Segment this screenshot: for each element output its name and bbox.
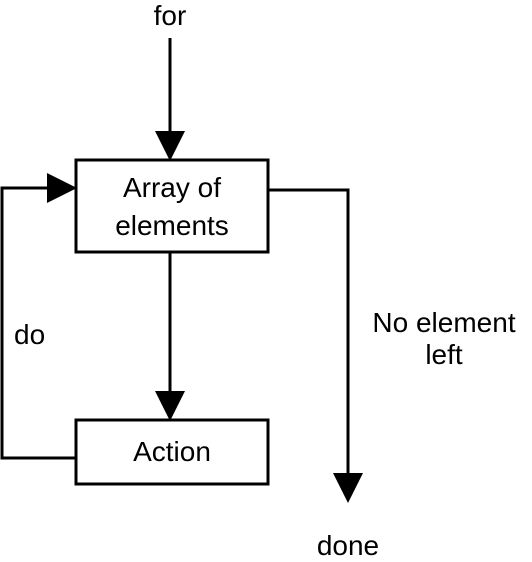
start-label: for [153, 0, 187, 31]
loop-back-arrow [0, 173, 77, 460]
exit-arrow [268, 188, 363, 503]
exit-condition-label: No element left [356, 307, 532, 371]
array-node-line-2: elements [115, 210, 229, 241]
array-node [74, 158, 270, 254]
end-label: done [316, 530, 380, 561]
action-node-label: Action [133, 436, 211, 467]
exit-condition-line-1: No element [372, 307, 516, 338]
loop-label: do [14, 319, 46, 350]
exit-condition-line-2: left [425, 339, 463, 370]
action-node [74, 418, 270, 486]
array-node-line-1: Array of [122, 172, 222, 203]
array-node-label: Array of elements [76, 169, 268, 245]
